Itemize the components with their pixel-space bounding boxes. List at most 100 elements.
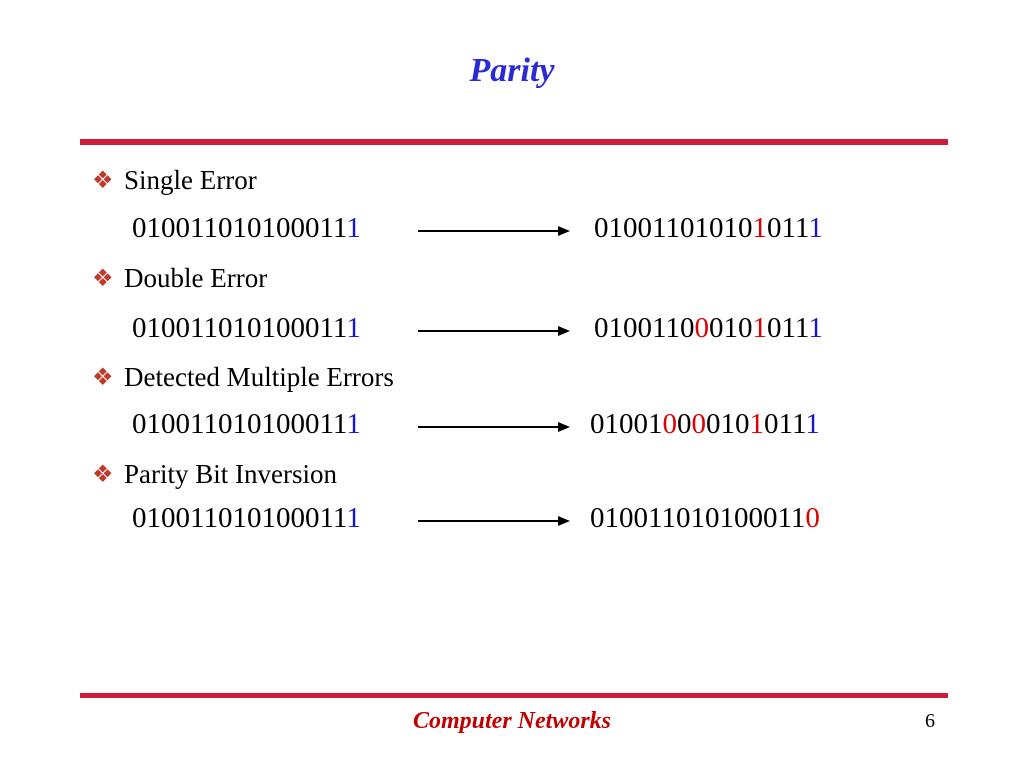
data-bit: 1 [232, 212, 247, 244]
parity-bit: 1 [346, 312, 361, 344]
data-bit: 0 [161, 408, 176, 440]
data-bit: 1 [661, 502, 676, 534]
received-bits: 0100110101010111 [594, 210, 823, 246]
data-bit: 0 [623, 312, 638, 344]
data-bit: 1 [604, 502, 620, 534]
data-bit: 0 [619, 502, 634, 534]
parity-bit: 1 [346, 408, 361, 440]
data-bit: 1 [648, 502, 662, 534]
data-bit: 1 [190, 408, 204, 440]
footer-course-title: Computer Networks [412, 708, 612, 734]
data-bit: 1 [332, 502, 347, 534]
data-bit: 1 [608, 212, 624, 244]
data-bit: 0 [679, 212, 695, 244]
data-bit: 1 [190, 502, 204, 534]
data-bit: 0 [675, 502, 691, 534]
section-detected-multiple-errors: ❖ Detected Multiple Errors [92, 361, 394, 393]
data-bit: 0 [175, 408, 191, 440]
error-bit: 0 [805, 502, 820, 534]
received-bits: 0100110101000110 [590, 500, 820, 536]
section-label: Double Error [124, 262, 268, 293]
data-bit: 1 [790, 502, 806, 534]
data-bit: 1 [146, 408, 162, 440]
data-bit: 1 [332, 408, 347, 440]
data-bit: 0 [764, 408, 779, 440]
data-bit: 1 [723, 312, 738, 344]
data-bit: 0 [161, 502, 176, 534]
data-bit: 0 [217, 408, 233, 440]
data-bit: 1 [652, 212, 666, 244]
data-bit: 0 [594, 312, 609, 344]
data-bit: 1 [232, 312, 247, 344]
data-bit: 0 [619, 408, 634, 440]
section-single-error: ❖ Single Error [92, 164, 257, 196]
data-bit: 0 [708, 312, 724, 344]
data-bit: 1 [781, 312, 795, 344]
data-bit: 1 [794, 212, 809, 244]
diamond-bullet-icon: ❖ [92, 265, 114, 292]
data-bit: 0 [766, 212, 782, 244]
original-bits: 0100110101000111 [132, 210, 361, 246]
data-bit: 0 [175, 312, 191, 344]
parity-bit: 1 [808, 212, 823, 244]
data-bit: 0 [246, 212, 262, 244]
data-bit: 0 [275, 502, 291, 534]
arrow-right-icon [418, 226, 570, 236]
data-bit: 1 [261, 212, 276, 244]
received-bits: 0100110001010111 [594, 310, 823, 346]
data-bit: 0 [246, 502, 262, 534]
data-bit: 0 [304, 408, 320, 440]
parity-bit: 1 [346, 502, 361, 534]
arrow-right-icon [418, 516, 570, 526]
data-bit: 0 [132, 212, 147, 244]
data-bit: 1 [723, 212, 738, 244]
arrow-right-icon [418, 326, 570, 336]
data-bit: 0 [679, 312, 695, 344]
data-bit: 1 [604, 408, 620, 440]
error-bit: 1 [752, 212, 767, 244]
data-bit: 0 [290, 502, 305, 534]
original-bits: 0100110101000111 [132, 500, 361, 536]
data-bit: 0 [217, 502, 233, 534]
slide-title: Parity [469, 52, 555, 89]
data-bit: 1 [319, 408, 333, 440]
received-bits: 0100100001010111 [590, 406, 820, 442]
data-bit: 0 [132, 502, 147, 534]
arrow-right-icon [418, 422, 570, 432]
original-bits: 0100110101000111 [132, 310, 361, 346]
data-bit: 1 [778, 408, 792, 440]
data-bit: 1 [332, 312, 347, 344]
data-bit: 1 [190, 312, 204, 344]
error-bit: 0 [694, 312, 709, 344]
data-bit: 0 [594, 212, 609, 244]
top-divider [80, 139, 948, 145]
data-bit: 0 [633, 502, 649, 534]
original-bits: 0100110101000111 [132, 406, 361, 442]
parity-bit: 1 [346, 212, 361, 244]
data-bit: 0 [762, 502, 778, 534]
data-bit: 1 [648, 408, 663, 440]
bottom-divider [80, 693, 948, 698]
diamond-bullet-icon: ❖ [92, 461, 114, 488]
parity-bit: 1 [808, 312, 823, 344]
diamond-bullet-icon: ❖ [92, 167, 114, 194]
data-bit: 0 [161, 212, 176, 244]
data-bit: 1 [332, 212, 347, 244]
data-bit: 0 [733, 502, 749, 534]
data-bit: 1 [319, 312, 333, 344]
data-bit: 0 [633, 408, 649, 440]
error-bit: 0 [691, 408, 707, 440]
data-bit: 1 [690, 502, 705, 534]
data-bit: 1 [146, 212, 162, 244]
data-bit: 1 [608, 312, 624, 344]
data-bit: 1 [652, 312, 666, 344]
error-bit: 0 [662, 408, 678, 440]
data-bit: 1 [232, 408, 247, 440]
data-bit: 1 [781, 212, 795, 244]
section-label: Detected Multiple Errors [124, 361, 394, 392]
section-label: Parity Bit Inversion [124, 458, 337, 489]
data-bit: 0 [290, 212, 305, 244]
data-bit: 0 [637, 212, 653, 244]
data-bit: 0 [735, 408, 750, 440]
data-bit: 0 [290, 408, 305, 440]
